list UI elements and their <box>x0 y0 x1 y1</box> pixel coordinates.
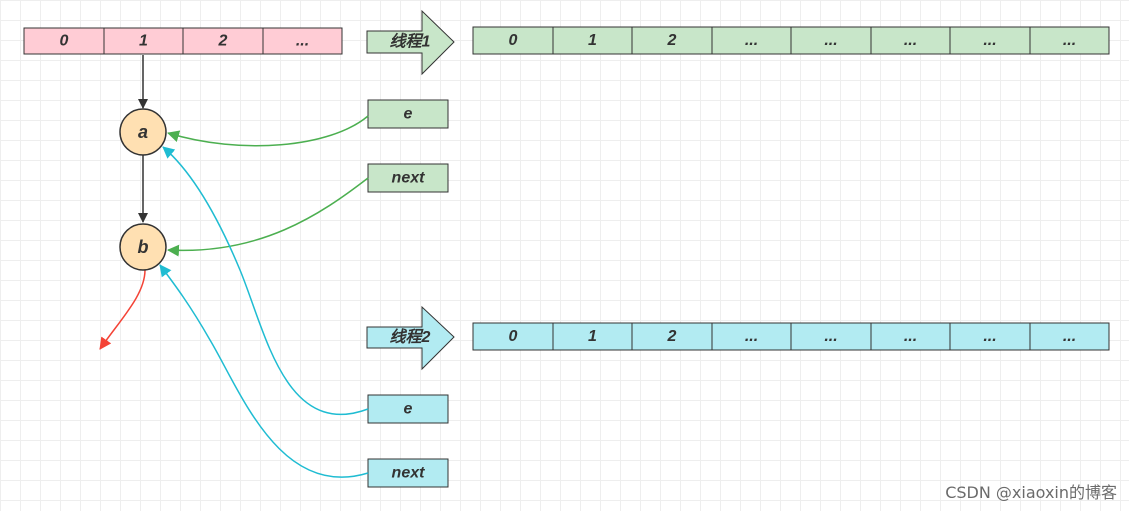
thread1-array-cell-label: ... <box>824 32 837 49</box>
thread2-array-cell-2: 2 <box>631 322 713 351</box>
thread2-e-to-node-a-arrow <box>162 146 369 416</box>
thread2-array-cell-6: ... <box>949 322 1031 351</box>
thread1-e-label: e <box>404 106 413 123</box>
thread2-array-cell-3: ... <box>711 322 792 351</box>
thread2-array-cell-label: ... <box>904 328 917 345</box>
thread2-array-cell-4: ... <box>790 322 872 351</box>
thread1-array-cell-4: ... <box>790 26 872 55</box>
main-array-cell-0: 0 <box>23 27 105 55</box>
main-array-cell-label: 2 <box>218 33 228 50</box>
thread2-next-label: next <box>392 465 426 482</box>
thread1-array-cell-6: ... <box>949 26 1031 55</box>
thread2-e-pointer-box: e <box>367 394 449 424</box>
node-a: a <box>119 108 167 156</box>
main-array-cell-label: ... <box>296 33 309 50</box>
main-array-cell-3: ... <box>262 27 343 55</box>
thread2-array-cell-5: ... <box>870 322 951 351</box>
thread2-array-cell-1: 1 <box>552 322 633 351</box>
thread2-block-arrow: 线程2 <box>366 305 455 371</box>
thread1-array-cell-label: ... <box>1063 32 1076 49</box>
main-array: 0 1 2 ... <box>23 27 343 55</box>
thread1-array-cell-5: ... <box>870 26 951 55</box>
thread2-array-cell-label: ... <box>1063 328 1076 345</box>
thread2-array-cell-label: ... <box>824 328 837 345</box>
node-b-label: b <box>138 237 149 257</box>
watermark: CSDN @xiaoxin的博客 <box>945 483 1117 502</box>
thread2-array: 0 1 2 ... ... ... ... ... <box>472 322 1110 351</box>
thread2-array-cell-label: ... <box>983 328 996 345</box>
thread1-next-to-node-b-arrow <box>167 177 369 257</box>
thread2-array-cell-label: ... <box>745 328 758 345</box>
thread2-array-cell-7: ... <box>1029 322 1110 351</box>
main-array-cell-2: 2 <box>182 27 264 55</box>
thread1-array-cell-label: 0 <box>509 32 518 49</box>
thread2-array-cell-label: 1 <box>588 328 597 345</box>
thread1-array-cell-label: 2 <box>667 32 677 49</box>
thread1-label: 线程1 <box>390 33 431 51</box>
thread1-array-cell-3: ... <box>711 26 792 55</box>
main-array-cell-label: 0 <box>60 33 69 50</box>
thread1-array-cell-1: 1 <box>552 26 633 55</box>
thread2-next-to-node-b-arrow <box>159 264 369 478</box>
thread2-next-pointer-box: next <box>367 458 449 488</box>
main-array-cell-1: 1 <box>103 27 184 55</box>
thread2-array-cell-label: 2 <box>667 328 677 345</box>
thread1-e-to-node-a-arrow <box>167 115 369 147</box>
thread2-array-cell-0: 0 <box>472 322 554 351</box>
thread1-array-cell-label: ... <box>745 32 758 49</box>
thread1-array-cell-0: 0 <box>472 26 554 55</box>
thread1-e-pointer-box: e <box>367 99 449 129</box>
thread1-array-cell-label: 1 <box>588 32 597 49</box>
thread1-array-cell-label: ... <box>983 32 996 49</box>
node-a-label: a <box>138 122 148 142</box>
main-array-cell-label: 1 <box>139 33 148 50</box>
thread2-label: 线程2 <box>390 328 431 346</box>
thread1-block-arrow: 线程1 <box>366 9 455 76</box>
thread1-array-cell-label: ... <box>904 32 917 49</box>
thread1-array-cell-7: ... <box>1029 26 1110 55</box>
thread1-array-cell-2: 2 <box>631 26 713 55</box>
thread1-array: 0 1 2 ... ... ... ... ... <box>472 26 1110 55</box>
thread2-e-label: e <box>404 401 413 418</box>
node-b-next-red-arrow <box>99 269 146 350</box>
node-b: b <box>119 223 167 271</box>
thread2-array-cell-label: 0 <box>509 328 518 345</box>
thread1-next-label: next <box>392 170 426 187</box>
thread1-next-pointer-box: next <box>367 163 449 193</box>
